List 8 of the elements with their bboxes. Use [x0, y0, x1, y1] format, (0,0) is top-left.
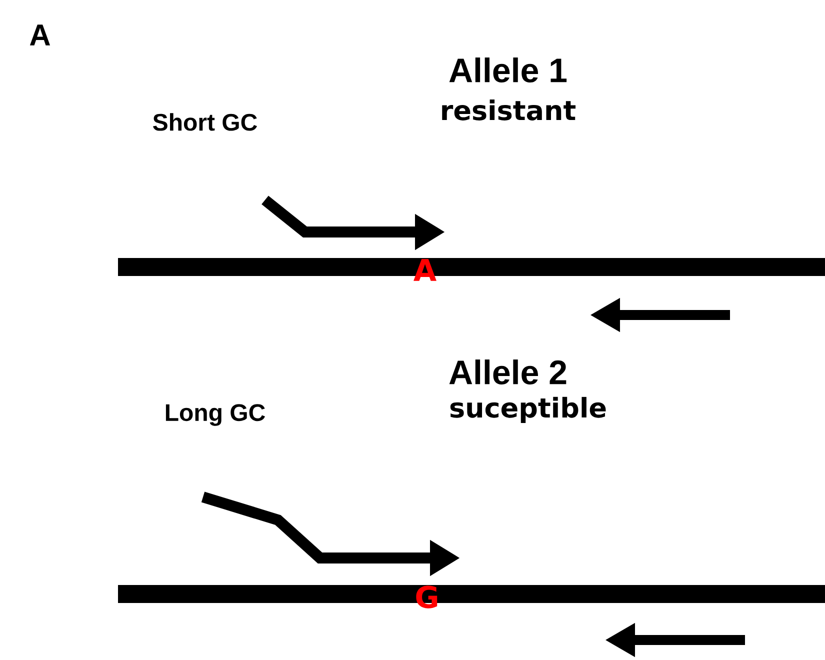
- allele-title: Allele 2: [449, 360, 566, 384]
- nucleotide-letter: A: [414, 259, 436, 281]
- panel-letter: A: [30, 24, 50, 46]
- allele-title: Allele 1: [449, 58, 567, 82]
- primer-label: Long GC: [166, 404, 265, 426]
- phenotype-label: suceptible: [450, 396, 606, 424]
- primer-label: Short GC: [153, 113, 257, 131]
- phenotype-label: resistant: [442, 100, 576, 120]
